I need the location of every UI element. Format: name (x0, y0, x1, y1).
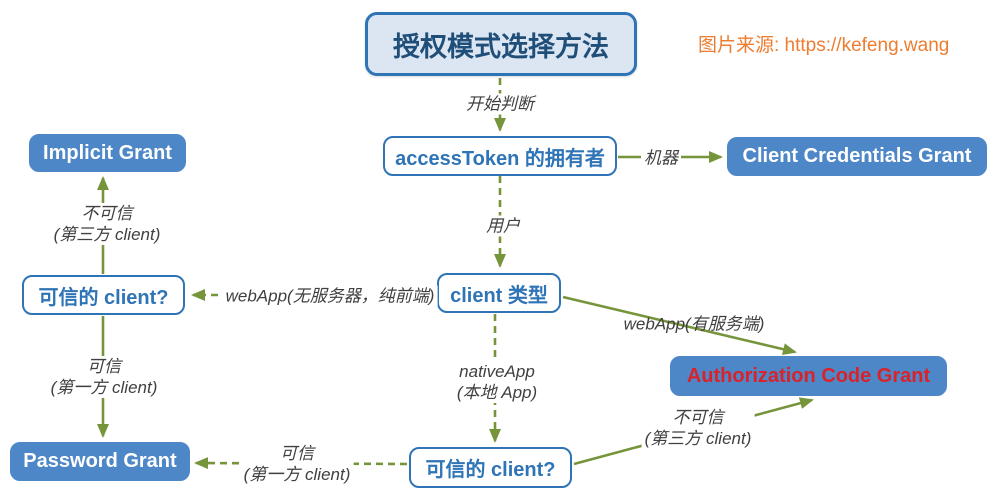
node-title: 授权模式选择方法 (365, 12, 637, 76)
node-authorization-code-grant: Authorization Code Grant (670, 356, 947, 396)
edge-label-untrusted-left-line2: (第三方 client) (53, 225, 161, 244)
edge-label-start-judgment: 开始判断 (463, 93, 537, 115)
edge-label-machine: 机器 (641, 147, 681, 169)
edge-label-trusted-bottom-line1: 可信 (279, 444, 314, 463)
edge-label-trusted-left: 可信 (第一方 client) (47, 356, 161, 398)
node-implicit-grant: Implicit Grant (29, 134, 186, 172)
edge-label-native-app-line1: nativeApp (459, 362, 535, 381)
edge-label-untrusted-left-line1: 不可信 (81, 204, 133, 223)
edge-label-trusted-bottom-line2: (第一方 client) (243, 465, 351, 484)
image-source-credit: 图片来源: https://kefeng.wang (698, 35, 950, 56)
edge-label-webapp-with-server: webApp(有服务端) (623, 314, 765, 334)
edge-client-type-to-auth-code (562, 295, 797, 356)
node-client-type: client 类型 (437, 273, 561, 313)
edge-label-untrusted-bottom-line2: (第三方 client) (644, 429, 752, 448)
node-trusted-client-left: 可信的 client? (22, 275, 185, 315)
edge-label-untrusted-bottom-line1: 不可信 (672, 408, 724, 427)
edge-label-native-app: nativeApp (本地 App) (453, 361, 541, 403)
node-password-grant: Password Grant (10, 442, 190, 481)
edge-label-untrusted-left: 不可信 (第三方 client) (50, 203, 164, 245)
edge-label-trusted-bottom: 可信 (第一方 client) (240, 443, 354, 485)
edge-label-webapp-pure-frontend: webApp(无服务器，纯前端) (222, 285, 438, 307)
edge-label-trusted-left-line1: 可信 (86, 357, 121, 376)
edge-label-untrusted-bottom: 不可信 (第三方 client) (641, 407, 755, 449)
node-access-token-owner: accessToken 的拥有者 (383, 136, 617, 176)
edge-label-native-app-line2: (本地 App) (456, 383, 538, 402)
edge-label-user: 用户 (483, 215, 523, 237)
edge-label-trusted-left-line2: (第一方 client) (50, 378, 158, 397)
node-client-credentials-grant: Client Credentials Grant (727, 137, 987, 176)
node-trusted-client-bottom: 可信的 client? (409, 447, 572, 488)
